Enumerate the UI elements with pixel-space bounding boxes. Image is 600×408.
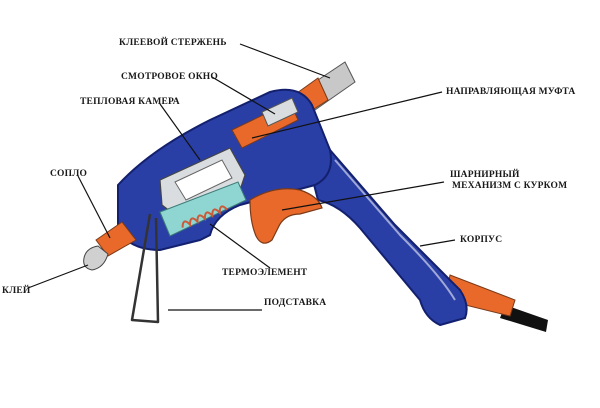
label-glue-stick: КЛЕЕВОЙ СТЕРЖЕНЬ: [119, 38, 227, 48]
stand-wire: [130, 213, 160, 324]
label-glue: КЛЕЙ: [2, 286, 31, 296]
leader-lines: [27, 43, 456, 311]
power-cord: [500, 305, 548, 332]
label-heating-element: ТЕРМОЭЛЕМЕНТ: [222, 268, 308, 278]
label-nozzle: СОПЛО: [50, 169, 88, 179]
label-guide-sleeve: НАПРАВЛЯЮЩАЯ МУФТА: [446, 87, 576, 97]
handle-highlight: [334, 159, 456, 301]
label-view-window: СМОТРОВОЕ ОКНО: [121, 72, 218, 82]
label-heat-chamber: ТЕПЛОВАЯ КАМЕРА: [80, 97, 180, 107]
heating-coil: [181, 205, 228, 228]
trigger: [249, 188, 323, 244]
label-stand: ПОДСТАВКА: [264, 298, 327, 308]
label-trigger-line2: МЕХАНИЗМ С КУРКОМ: [452, 181, 568, 191]
heat-chamber-core: [174, 159, 233, 201]
label-trigger-line1: ШАРНИРНЫЙ: [450, 170, 520, 180]
heating-element-block: [159, 181, 247, 237]
label-body: КОРПУС: [460, 235, 503, 245]
view-window: [261, 97, 299, 127]
